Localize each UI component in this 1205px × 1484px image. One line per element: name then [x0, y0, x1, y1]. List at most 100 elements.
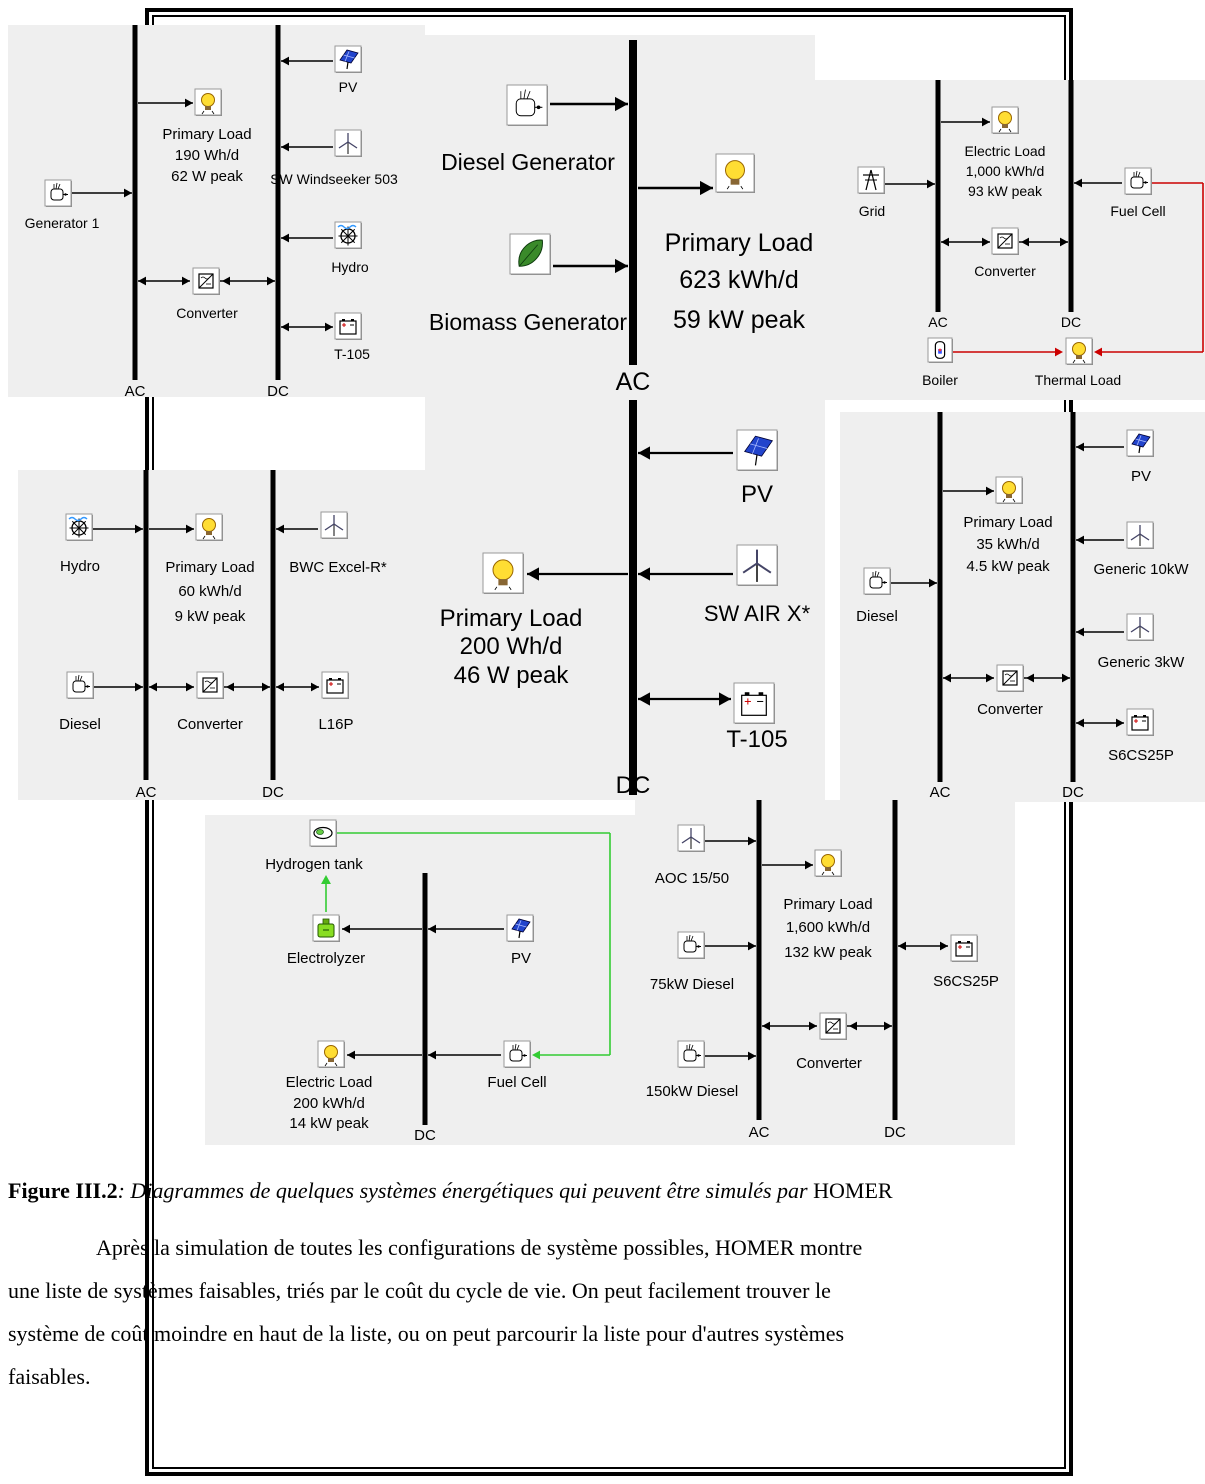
wind-turbine-icon: [334, 129, 362, 157]
figure-caption-text: : Diagrammes de quelques systèmes énergé…: [117, 1178, 808, 1203]
load-icon: [317, 1040, 345, 1068]
generator-icon: [506, 84, 548, 126]
d7-fuelcell-arrow: [428, 1050, 436, 1060]
d4-hydro-label: Hydro: [60, 558, 100, 575]
d2-biomass-arrow: [615, 258, 628, 274]
d6-pv-arrow: [1076, 442, 1084, 452]
d3-fuelcell-label: Fuel Cell: [1110, 203, 1165, 219]
d2-load-arrow: [700, 180, 713, 196]
d6-bus-ac-label: AC: [930, 784, 951, 801]
d4-load-energy: 60 kWh/d: [178, 583, 241, 600]
grid-icon: [857, 166, 885, 194]
converter-icon: [819, 1012, 847, 1040]
d3-conv-arrow-3: [1021, 237, 1029, 247]
d3-thermal-label: Thermal Load: [1035, 372, 1121, 388]
d7-electrolyzer-h2-arrow: [321, 875, 331, 884]
d7-electrolyzer-arrow: [342, 924, 350, 934]
d6-wind3-arrow: [1076, 627, 1084, 637]
d7-load-peak: 14 kW peak: [289, 1115, 369, 1132]
figure-caption-brand: HOMER: [813, 1178, 893, 1203]
d8-diesel75-label: 75kW Diesel: [650, 976, 734, 993]
d8-load-name: Primary Load: [783, 896, 872, 913]
d8-load-arrow: [805, 860, 813, 870]
paragraph-line-1: Après la simulation de toutes les config…: [96, 1235, 863, 1260]
d2-load-name: Primary Load: [665, 229, 814, 257]
pv-icon: [1126, 429, 1154, 457]
figure-label: Figure III.2: [8, 1178, 118, 1203]
d3-conv-arrow-4: [1060, 237, 1068, 247]
d1-battery-label: T-105: [334, 346, 370, 362]
d1-hydro-arrow: [281, 233, 289, 243]
d4-battery-label: L16P: [318, 716, 353, 733]
d8-load-peak: 132 kW peak: [784, 944, 872, 961]
diagram-panel-7: [205, 815, 635, 1145]
generator-icon: [863, 567, 891, 595]
d4-conv-arrow-3: [226, 682, 234, 692]
hydrogen-tank-icon: [309, 819, 337, 847]
pv-icon: [334, 45, 362, 73]
wind-turbine-icon: [1126, 521, 1154, 549]
d4-load-peak: 9 kW peak: [175, 608, 246, 625]
d7-fuelcell-label: Fuel Cell: [487, 1074, 546, 1091]
d3-conv-arrow-2: [982, 237, 990, 247]
hydro-icon: [65, 513, 93, 541]
load-icon: [715, 153, 755, 193]
d4-diesel-label: Diesel: [59, 716, 101, 733]
d8-bus-dc-label: DC: [884, 1124, 906, 1141]
d3-conv-label: Converter: [974, 263, 1036, 279]
biomass-icon: [509, 233, 551, 275]
d6-diesel-arrow: [929, 578, 937, 588]
d8-conv-arrow-1: [762, 1021, 770, 1031]
boiler-icon: [927, 337, 953, 363]
d6-conv-label: Converter: [977, 701, 1043, 718]
d3-grid-arrow: [927, 179, 935, 189]
hydro-icon: [334, 221, 362, 249]
d4-battery-arrow-l: [276, 682, 284, 692]
generator-icon: [44, 179, 72, 207]
d2-load-energy: 623 kWh/d: [679, 266, 799, 294]
wind-turbine-icon: [736, 544, 778, 586]
d3-boiler-thermal-arrow: [1055, 347, 1063, 357]
d1-pv-arrow: [281, 56, 289, 66]
d1-bus-ac-label: AC: [125, 383, 146, 400]
d8-battery-arrow-l: [898, 941, 906, 951]
d7-load-arrow: [347, 1050, 355, 1060]
d5-load-arrow: [527, 567, 539, 581]
d4-load-arrow: [186, 524, 194, 534]
d4-wind-label: BWC Excel-R*: [289, 559, 387, 576]
d6-battery-label: S6CS25P: [1108, 747, 1174, 764]
generator-icon: [677, 1040, 705, 1068]
d2-biomass-label: Biomass Generator: [429, 309, 627, 335]
d5-pv-label: PV: [741, 481, 773, 508]
d1-gen-label: Generator 1: [25, 215, 100, 231]
d1-gen-arrow: [124, 188, 132, 198]
d1-hydro-label: Hydro: [331, 259, 369, 275]
d8-battery-label: S6CS25P: [933, 973, 999, 990]
pv-icon: [736, 429, 778, 471]
d3-grid-label: Grid: [859, 203, 885, 219]
d6-pv-label: PV: [1131, 468, 1151, 485]
d6-conv-arrow-3: [1026, 673, 1034, 683]
d5-battery-arrow-r: [719, 692, 731, 706]
d4-conv-arrow-2: [186, 682, 194, 692]
paragraph-line-3: système de coût moindre en haut de la li…: [8, 1321, 845, 1346]
d1-load-name: Primary Load: [162, 126, 251, 143]
d6-wind10-label: Generic 10kW: [1093, 561, 1189, 578]
d3-fc-heat-arrow: [1094, 347, 1102, 357]
d1-load-energy: 190 Wh/d: [175, 147, 239, 164]
battery-icon: [334, 312, 362, 340]
d7-pv-label: PV: [511, 950, 531, 967]
d6-load-arrow: [986, 486, 994, 496]
d5-load-name: Primary Load: [440, 605, 583, 632]
d8-wind-label: AOC 15/50: [655, 870, 729, 887]
d4-load-name: Primary Load: [165, 559, 254, 576]
load-icon: [814, 849, 842, 877]
d7-load-energy: 200 kWh/d: [293, 1095, 365, 1112]
d3-boiler-label: Boiler: [922, 372, 958, 388]
d1-wind-arrow: [281, 142, 289, 152]
d1-conv-label: Converter: [176, 305, 238, 321]
d1-battery-arrow-l: [281, 322, 289, 332]
wind-turbine-icon: [677, 824, 705, 852]
converter-icon: [196, 671, 224, 699]
d7-h2-fc-arrow: [532, 1050, 540, 1060]
